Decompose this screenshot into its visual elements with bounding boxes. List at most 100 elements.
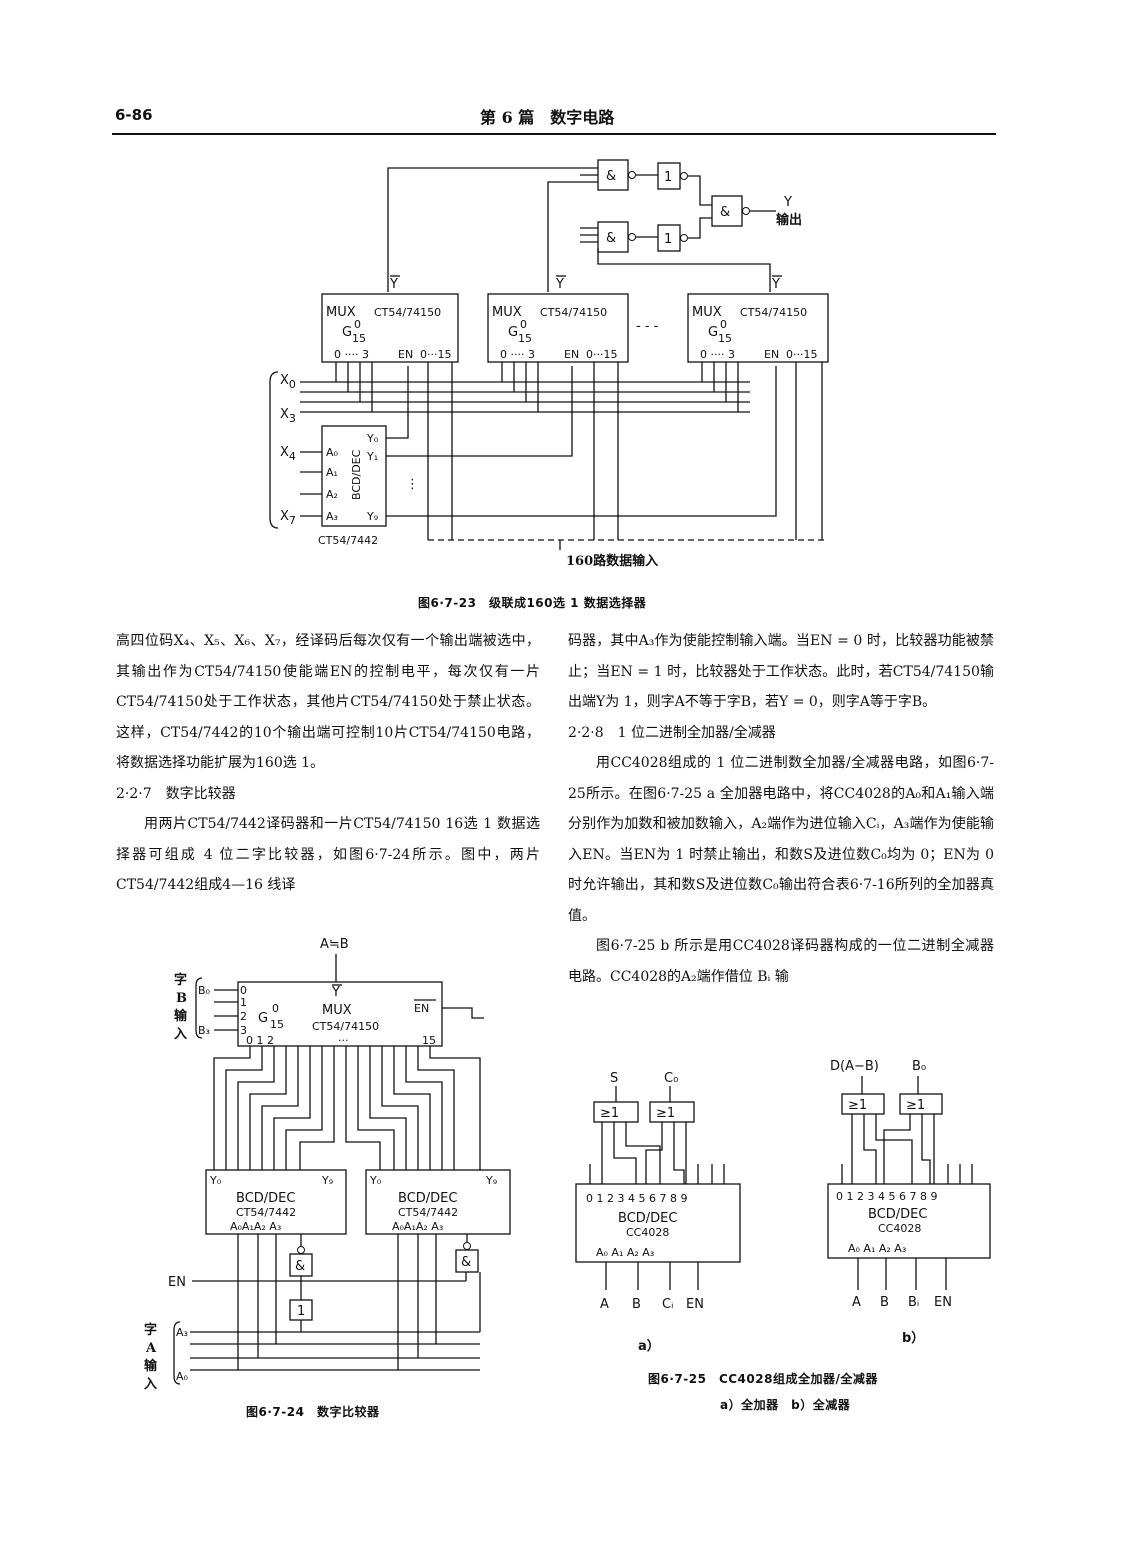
sum-s-label: S xyxy=(610,1071,618,1086)
x0-label: X0 xyxy=(280,373,296,391)
cmp-dec2-part: CT54/7442 xyxy=(398,1206,458,1219)
mux-1-g-sub: 15 xyxy=(352,332,366,345)
decoder-7442 xyxy=(321,425,387,527)
cc4028-b-part: CC4028 xyxy=(878,1222,921,1235)
x3-label: X3 xyxy=(280,407,296,425)
borrow-b0-label: B₀ xyxy=(912,1059,926,1074)
nand-gate-2-label: & xyxy=(606,231,616,246)
left-paragraph-2: 用两片CT54/7442译码器和一片CT54/74150 16选 1 数据选择器… xyxy=(116,816,540,893)
dec-a1: A₁ xyxy=(326,466,338,479)
cmp-mux-pin-0: 0 xyxy=(240,984,247,997)
right-paragraph-1: 码器，其中A₃作为使能控制输入端。当EN = 0 时，比较器功能被禁止；当EN … xyxy=(568,633,994,710)
mux-1-g: G xyxy=(342,325,352,340)
right-paragraph-3: 图6·7-25 b 所示是用CC4028译码器构成的一位二进制全减器电路。CC4… xyxy=(568,938,994,985)
dec-name: BCD/DEC xyxy=(350,449,363,500)
dec-a3: A₃ xyxy=(326,510,338,523)
mux-2-pins-right: 0···15 xyxy=(586,348,618,361)
a3-label: A₃ xyxy=(176,1326,188,1339)
input-b-b: B xyxy=(880,1295,889,1310)
mux-1-g-sup: 0 xyxy=(354,318,361,331)
cmp-dec1-part: CT54/7442 xyxy=(236,1206,296,1219)
mux-3 xyxy=(687,293,829,363)
figure-6-7-25-subcaption: a）全加器 b）全减器 xyxy=(720,1398,851,1412)
dec-part: CT54/7442 xyxy=(318,534,378,547)
cmp-and-gate-1-label: & xyxy=(295,1259,305,1274)
mux-2-en: EN xyxy=(564,348,579,361)
or-gate-c0 xyxy=(649,1101,695,1123)
figure-6-7-23-caption: 图6·7-23 级联成160选 1 数据选择器 xyxy=(418,596,647,610)
mux-3-g-sup: 0 xyxy=(720,318,727,331)
b3-label: B₃ xyxy=(198,1024,210,1037)
b-input-label-3: 输 xyxy=(174,1008,188,1024)
b-input-label-2: B xyxy=(176,991,187,1006)
cc4028-a-inputs: A₀ A₁ A₂ A₃ xyxy=(596,1246,654,1259)
or-gate-d-label: ≥1 xyxy=(848,1098,867,1113)
cmp-dec2-name: BCD/DEC xyxy=(398,1191,457,1206)
dec-y9: Y₉ xyxy=(366,510,378,523)
data-input-label: 160路数据输入 xyxy=(566,553,658,569)
or-gate-b0 xyxy=(899,1093,943,1115)
mux-ellipsis: - - - xyxy=(636,319,659,334)
mux-2-ybar: Y xyxy=(555,277,564,292)
x4-label: X4 xyxy=(280,445,296,463)
cmp-mux-g-sup: 0 xyxy=(272,1002,279,1015)
or-gate-d xyxy=(841,1093,885,1115)
mux-1 xyxy=(321,293,459,363)
cmp-output-label: A≒B xyxy=(320,937,349,952)
cc4028-a xyxy=(575,1183,741,1263)
subfig-b-label: b） xyxy=(902,1330,924,1346)
cmp-mux-pin-1: 1 xyxy=(240,996,247,1009)
mux-1-ybar: Y xyxy=(389,277,398,292)
nand-gate-1-label: & xyxy=(606,169,616,184)
mux-3-g-sub: 15 xyxy=(718,332,732,345)
dec-a0: A₀ xyxy=(326,446,339,459)
or-gate-c0-label: ≥1 xyxy=(656,1106,675,1121)
not-gate-1-label: 1 xyxy=(664,170,672,185)
cmp-mux-ybar: Y xyxy=(331,985,340,1000)
cmp-dec1-pins: A₀A₁A₂ A₃ xyxy=(230,1220,281,1233)
cc4028-b-pins: 0 1 2 3 4 5 6 7 8 9 xyxy=(836,1190,937,1203)
b-input-label-1: 字 xyxy=(174,972,187,988)
dec-a2: A₂ xyxy=(326,488,338,501)
mux-3-name: MUX xyxy=(692,305,722,320)
mux-1-pins-left: 0 ···· 3 xyxy=(334,348,369,361)
cmp-dec1-y9: Y₉ xyxy=(321,1174,333,1187)
input-a-b: A xyxy=(852,1295,861,1310)
input-en-a: EN xyxy=(686,1297,704,1312)
section-2-2-7: 2·2·7 数字比较器 xyxy=(116,785,236,802)
mux-3-pins-left: 0 ···· 3 xyxy=(700,348,735,361)
cmp-dec1-name: BCD/DEC xyxy=(236,1191,295,1206)
cmp-dec2-pins: A₀A₁A₂ A₃ xyxy=(392,1220,443,1233)
difference-d-label: D(A−B) xyxy=(830,1059,879,1074)
cc4028-b xyxy=(827,1183,991,1259)
cmp-mux-part: CT54/74150 xyxy=(312,1020,379,1033)
cmp-dec2-y9: Y₉ xyxy=(485,1174,497,1187)
cmp-dec2-y0: Y₀ xyxy=(369,1174,382,1187)
input-en-b: EN xyxy=(934,1295,952,1310)
a-input-label-2: A xyxy=(145,1341,157,1356)
cmp-not-gate-label: 1 xyxy=(297,1304,305,1319)
mux-2-part: CT54/74150 xyxy=(540,306,607,319)
page-number: 6-86 xyxy=(115,106,153,124)
input-bi: Bᵢ xyxy=(908,1295,919,1310)
cmp-mux xyxy=(237,981,443,1047)
mux-2-g-sub: 15 xyxy=(518,332,532,345)
dec-out-dots: ⋮ xyxy=(406,477,419,492)
mux-2-pins-left: 0 ···· 3 xyxy=(500,348,535,361)
input-b: B xyxy=(632,1297,641,1312)
mux-3-pins-right: 0···15 xyxy=(786,348,818,361)
cmp-mux-name: MUX xyxy=(322,1003,352,1018)
cc4028-b-name: BCD/DEC xyxy=(868,1207,927,1222)
cmp-mux-pin-2: 2 xyxy=(240,1010,247,1023)
cc4028-a-part: CC4028 xyxy=(626,1226,669,1239)
header-rule xyxy=(112,133,996,135)
b0-label: B₀ xyxy=(198,984,211,997)
right-paragraph-2: 用CC4028组成的 1 位二进制数全加器/全减器电路，如图6·7-25所示。在… xyxy=(568,755,994,924)
left-paragraph-1: 高四位码X₄、X₅、X₆、X₇，经译码后每次仅有一个输出端被选中，其输出作为CT… xyxy=(116,633,540,771)
section-2-2-8: 2·2·8 1 位二进制全加器/全减器 xyxy=(568,724,776,741)
mux-2-g: G xyxy=(508,325,518,340)
or-gate-s-label: ≥1 xyxy=(600,1106,619,1121)
b-input-label-4: 入 xyxy=(174,1027,187,1042)
right-column: 码器，其中A₃作为使能控制输入端。当EN = 0 时，比较器功能被禁止；当EN … xyxy=(568,626,994,992)
